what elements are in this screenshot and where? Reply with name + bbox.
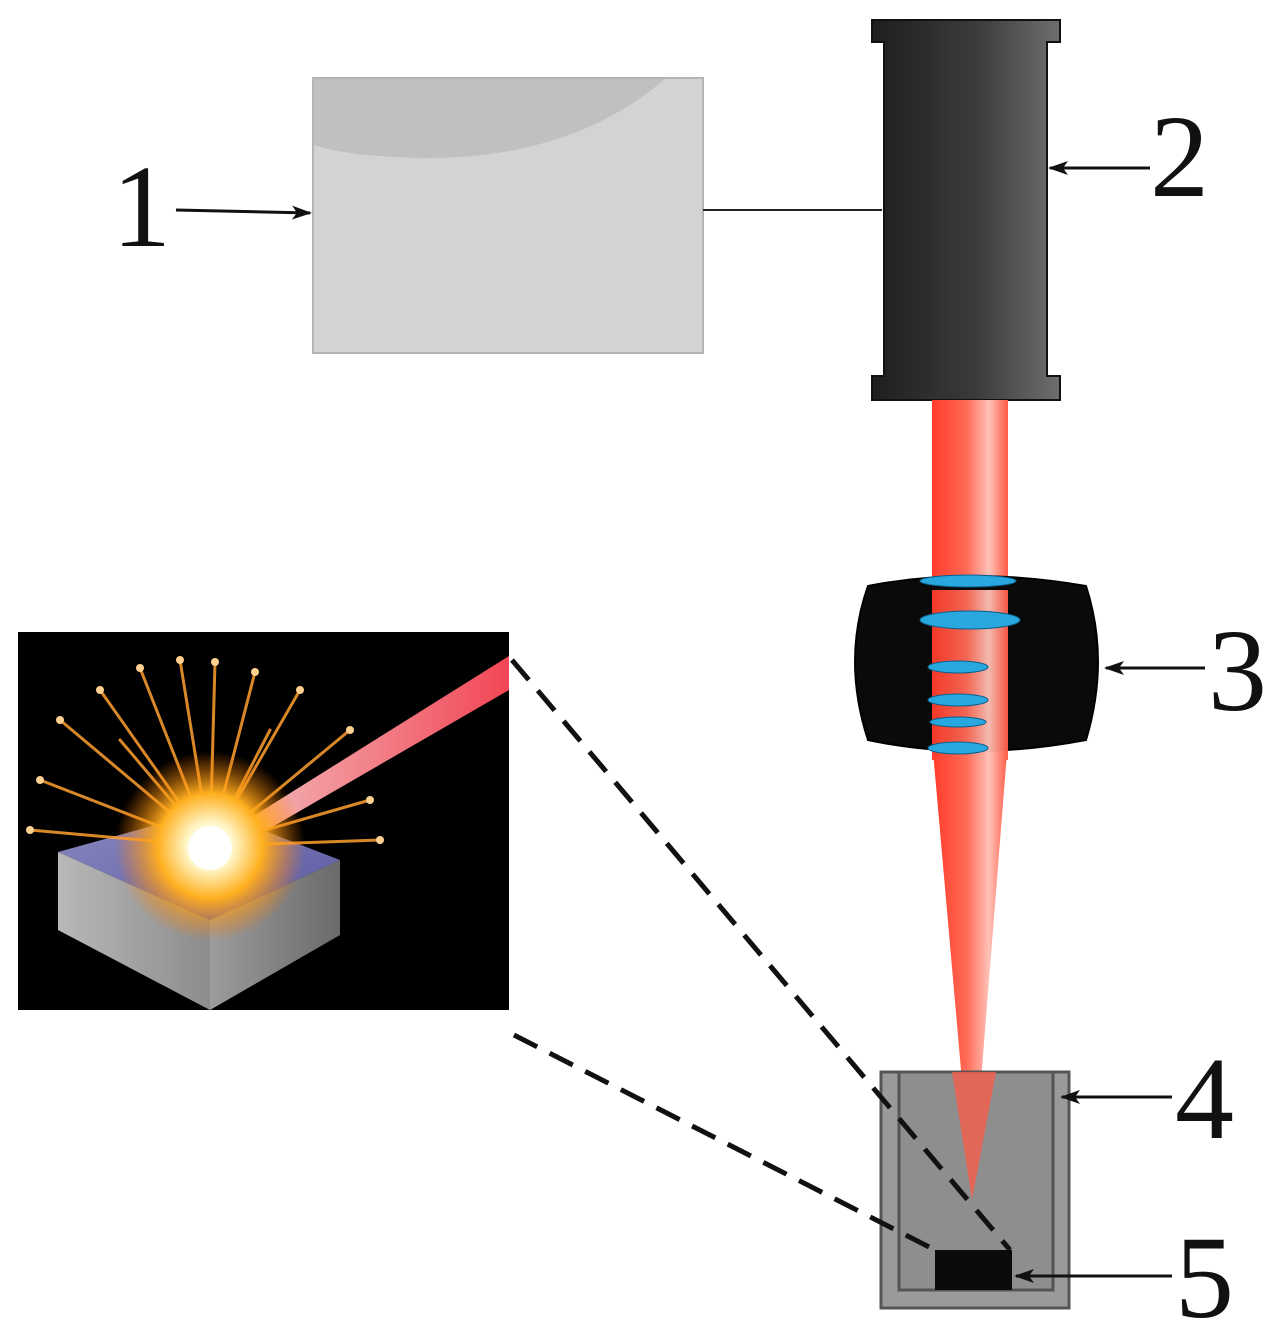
label-1: 1 (112, 141, 171, 272)
laser-head (871, 19, 1061, 401)
label-arrows (175, 161, 1205, 1283)
lens-element-4 (927, 693, 989, 707)
target-sample (935, 1250, 1012, 1290)
controller-box (312, 77, 704, 354)
label-4: 4 (1175, 1033, 1234, 1164)
lens-element-5 (929, 716, 987, 728)
focusing-lens (854, 574, 1099, 760)
ablation-inset (18, 632, 509, 1010)
lens-element-1 (919, 574, 1017, 588)
lens-element-2 (919, 610, 1021, 630)
lens-element-3 (927, 660, 989, 674)
label-2: 2 (1150, 91, 1209, 222)
label-5: 5 (1175, 1212, 1234, 1341)
laser-ablation-spark-icon (26, 656, 509, 1010)
lens-element-6 (927, 741, 989, 755)
zoom-lines (510, 658, 1012, 1253)
label-3: 3 (1208, 605, 1267, 736)
liquid-vessel (879, 1070, 1071, 1310)
arrow-1 (175, 205, 312, 220)
